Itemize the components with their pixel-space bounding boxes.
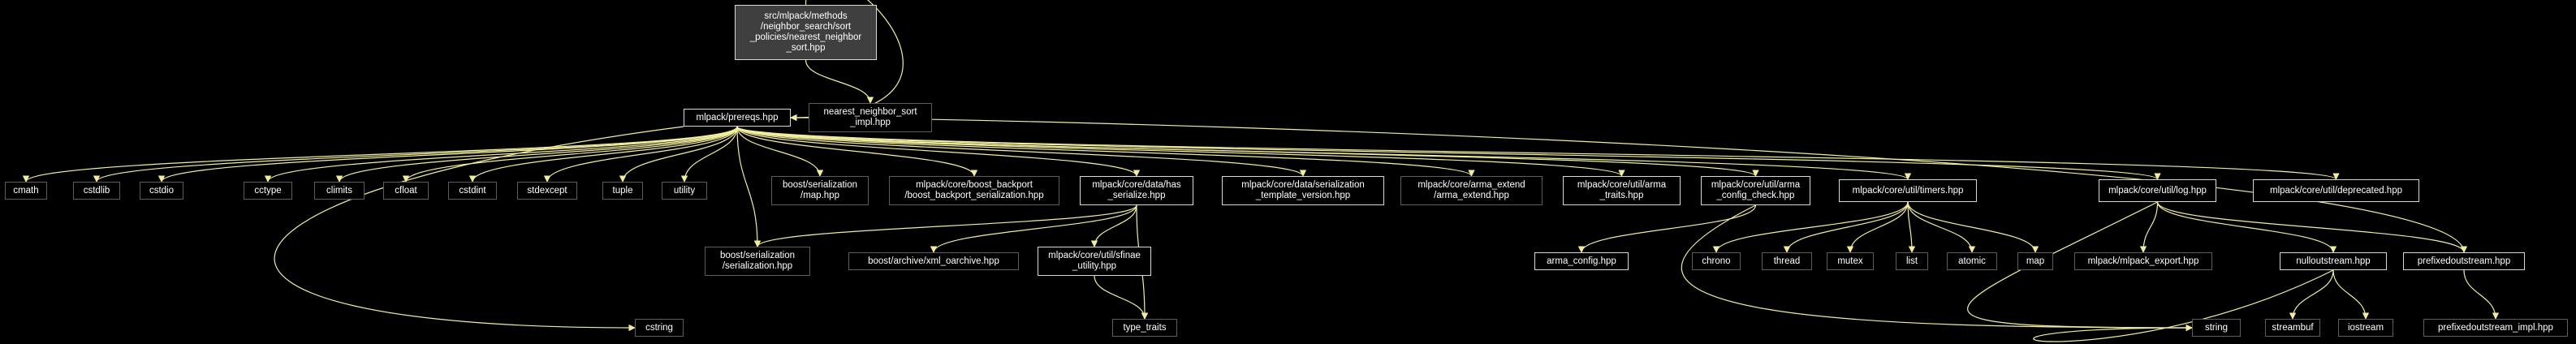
- edge-prereqs-to-utility: [680, 126, 738, 183]
- node-nulloutstream[interactable]: nulloutstream.hpp: [2280, 252, 2387, 270]
- edge-timers-to-thread: [1783, 201, 1909, 253]
- edge-prereqs-to-cstdlib: [93, 126, 738, 183]
- node-serialization: boost/serialization /serialization.hpp: [705, 247, 810, 276]
- edge-prereqs-to-cmath: [22, 126, 738, 183]
- node-mutex: mutex: [1827, 252, 1874, 270]
- edge-timers-to-mutex: [1846, 201, 1909, 253]
- node-cctype: cctype: [244, 182, 292, 200]
- edge-prereqs-to-climits: [335, 126, 738, 183]
- edge-prereqs-to-serialization: [736, 126, 762, 247]
- edge-prereqs-to-template-version: [736, 126, 1307, 177]
- edge-prereqs-to-has-serialize: [736, 126, 1141, 177]
- node-cfloat: cfloat: [383, 182, 429, 200]
- edge-prereqs-to-cstring: [274, 126, 684, 332]
- node-string: string: [2192, 319, 2241, 337]
- node-arma-config[interactable]: arma_config.hpp: [1534, 252, 1629, 270]
- edge-prereqs-to-tuple: [619, 126, 738, 183]
- node-timers[interactable]: mlpack/core/util/timers.hpp: [1839, 179, 1977, 202]
- edge-log-to-string: [1967, 201, 2193, 332]
- node-utility: utility: [662, 182, 707, 200]
- node-has-serialize[interactable]: mlpack/core/data/has _serialize.hpp: [1080, 176, 1193, 205]
- edge-prereqs-to-deprecated: [736, 126, 2340, 180]
- node-root[interactable]: src/mlpack/methods /neighbor_search/sort…: [735, 5, 877, 60]
- node-prereqs[interactable]: mlpack/prereqs.hpp: [684, 109, 791, 127]
- edge-prereqs-to-cstdint: [468, 126, 738, 183]
- edge-timers-to-map: [1907, 201, 2039, 253]
- node-type-traits: type_traits: [1112, 319, 1177, 337]
- edge-prefixedoutstream-to-prefixed-impl: [2463, 269, 2500, 320]
- edge-prereqs-to-cctype: [264, 126, 738, 183]
- edge-nulloutstream-to-streambuf: [2289, 269, 2334, 320]
- node-deprecated[interactable]: mlpack/core/util/deprecated.hpp: [2253, 179, 2419, 202]
- edge-nulloutstream-to-iostream: [2332, 269, 2370, 320]
- edge-prereqs-to-map-hpp: [736, 126, 824, 177]
- edge-timers-to-chrono: [1712, 201, 1909, 253]
- edge-prereqs-to-arma-extend: [736, 126, 1475, 177]
- node-chrono: chrono: [1692, 252, 1741, 270]
- node-export: mlpack/mlpack_export.hpp: [2074, 252, 2212, 270]
- node-map-hpp: boost/serialization /map.hpp: [771, 176, 869, 205]
- node-xml-oarchive: boost/archive/xml_oarchive.hpp: [848, 252, 1019, 270]
- node-backport: mlpack/core/boost_backport /boost_backpo…: [889, 176, 1059, 205]
- node-iostream: iostream: [2338, 319, 2393, 337]
- edge-timers-to-atomic: [1907, 201, 1976, 253]
- edge-prereqs-to-arma-traits: [736, 126, 1625, 177]
- edge-prereqs-to-backport: [736, 126, 978, 177]
- edge-prereqs-to-cstdio: [157, 126, 738, 183]
- node-atomic: atomic: [1947, 252, 1997, 270]
- node-cmath: cmath: [5, 182, 47, 200]
- edge-timers-to-list: [1907, 201, 1916, 253]
- node-sfinae[interactable]: mlpack/core/util/sfinae _utility.hpp: [1038, 247, 1151, 276]
- edge-log-to-nulloutstream: [2156, 201, 2337, 253]
- edge-sfinae-to-type-traits: [1094, 275, 1149, 320]
- node-arma-traits[interactable]: mlpack/core/util/arma _traits.hpp: [1563, 176, 1681, 205]
- node-stdexcept: stdexcept: [517, 182, 577, 200]
- node-impl: nearest_neighbor_sort _impl.hpp: [809, 103, 932, 132]
- edge-log-to-export: [2139, 201, 2159, 253]
- node-arma-config-check[interactable]: mlpack/core/util/arma _config_check.hpp: [1701, 176, 1810, 205]
- edge-log-to-prefixedoutstream: [2156, 201, 2468, 253]
- node-map: map: [2017, 252, 2053, 270]
- edge-prereqs-to-log: [736, 126, 2161, 180]
- node-cstdint: cstdint: [448, 182, 497, 200]
- edge-nulloutstream-to-string: [2033, 269, 2334, 342]
- edge-has-serialize-to-xml-oarchive: [930, 204, 1137, 253]
- node-template-version[interactable]: mlpack/core/data/serialization _template…: [1222, 176, 1384, 205]
- node-cstring: cstring: [635, 319, 684, 337]
- node-arma-extend: mlpack/core/arma_extend /arma_extend.hpp: [1400, 176, 1543, 205]
- edge-arma-config-check-to-string: [1681, 204, 2193, 332]
- node-list: list: [1896, 252, 1928, 270]
- node-cstdlib: cstdlib: [73, 182, 120, 200]
- edge-root-to-impl: [805, 59, 874, 104]
- node-thread: thread: [1762, 252, 1812, 270]
- edge-prereqs-to-timers: [736, 126, 1911, 180]
- edge-prereqs-to-stdexcept: [543, 126, 738, 183]
- node-prefixed-impl: prefixedoutstream_impl.hpp: [2423, 319, 2568, 337]
- edge-arma-config-check-to-arma-config: [1577, 204, 1757, 253]
- node-prefixedoutstream[interactable]: prefixedoutstream.hpp: [2403, 252, 2525, 270]
- node-log[interactable]: mlpack/core/util/log.hpp: [2099, 179, 2216, 202]
- node-climits: climits: [314, 182, 365, 200]
- node-tuple: tuple: [602, 182, 643, 200]
- edge-prefixedoutstream-to-prereqs: [790, 114, 2465, 253]
- edge-has-serialize-to-serialization: [753, 204, 1137, 247]
- node-streambuf: streambuf: [2265, 319, 2320, 337]
- edge-has-serialize-to-sfinae: [1090, 204, 1137, 247]
- edge-prereqs-to-cfloat: [402, 126, 738, 183]
- node-cstdio: cstdio: [140, 182, 183, 200]
